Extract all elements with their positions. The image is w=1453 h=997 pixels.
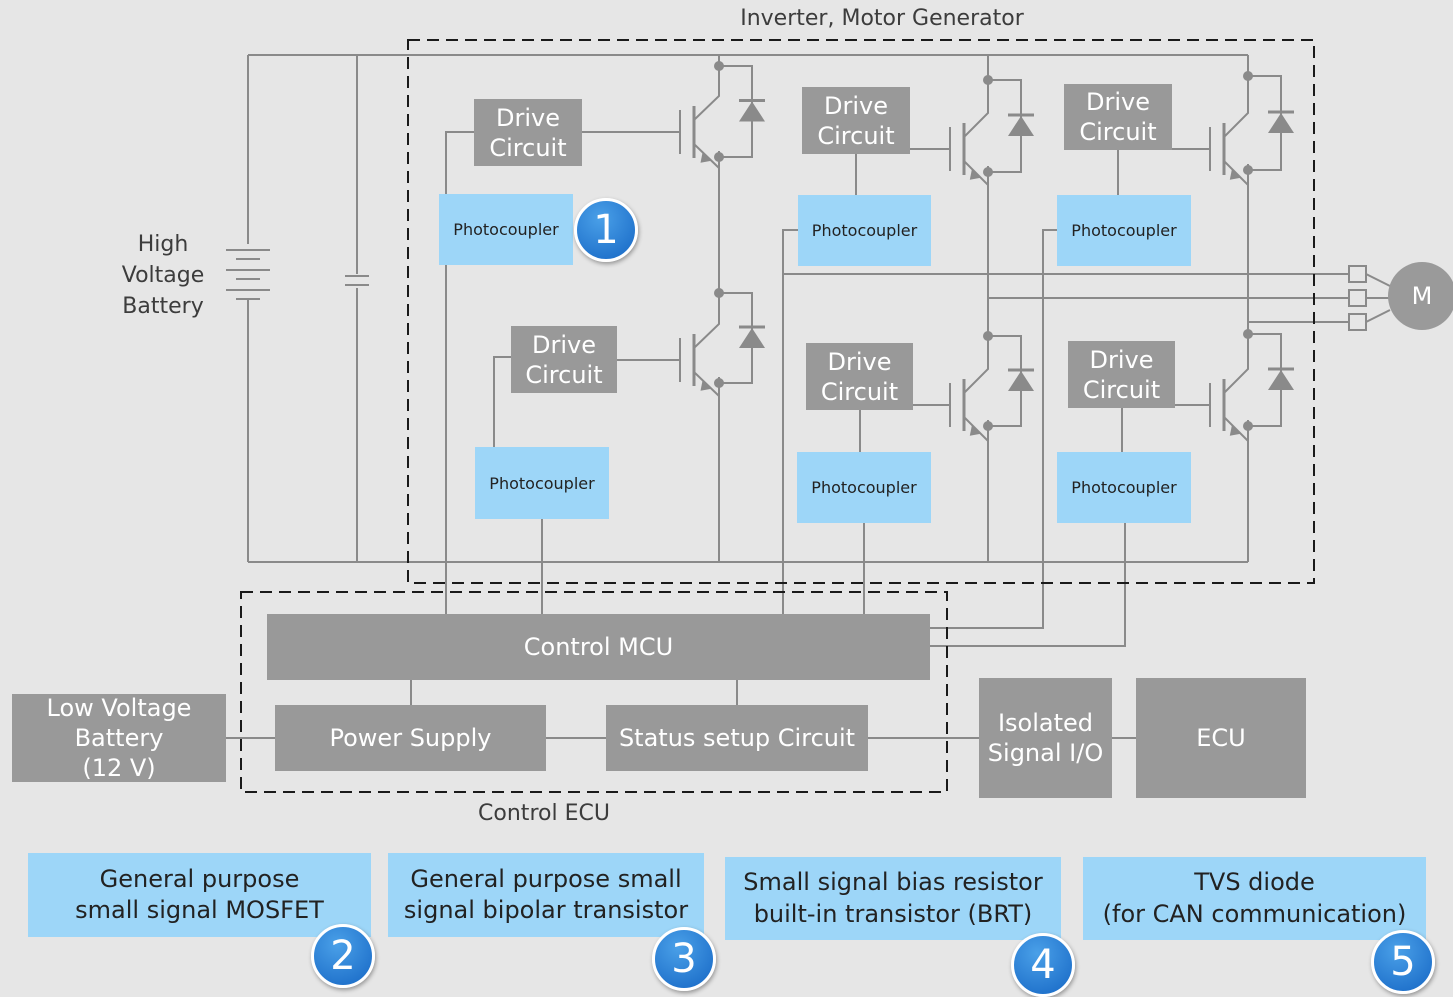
high-voltage-battery-label: High Voltage Battery: [121, 232, 205, 319]
badge-1: 1: [574, 198, 638, 262]
power-supply: Power Supply: [275, 705, 546, 771]
drive-circuit: Drive Circuit: [1068, 341, 1175, 408]
control-ecu-label: Control ECU: [478, 801, 610, 826]
photocoupler: Photocoupler: [797, 452, 931, 523]
badge-4: 4: [1011, 933, 1075, 997]
drive-circuit: Drive Circuit: [1064, 84, 1172, 150]
low-voltage-battery: Low Voltage Battery (12 V): [12, 694, 226, 782]
category-brt: Small signal bias resistor built-in tran…: [725, 857, 1061, 940]
drive-circuit: Drive Circuit: [806, 343, 913, 410]
igbt-switch: [1209, 71, 1294, 188]
inverter-boundary: [407, 39, 1315, 584]
capacitor-symbol: [344, 274, 370, 288]
ecu: ECU: [1136, 678, 1306, 798]
photocoupler: Photocoupler: [1057, 195, 1191, 266]
badge-5: 5: [1371, 930, 1435, 994]
control-mcu: Control MCU: [267, 614, 930, 680]
drive-circuit: Drive Circuit: [802, 87, 910, 154]
high-voltage-battery-symbol: [226, 244, 270, 300]
photocoupler: Photocoupler: [798, 195, 931, 266]
igbt-switch: [679, 61, 765, 171]
drive-circuit: Drive Circuit: [474, 99, 582, 166]
category-mosfet: General purpose small signal MOSFET: [28, 853, 371, 937]
igbt-switch: [949, 75, 1034, 188]
status-setup-circuit: Status setup Circuit: [606, 705, 868, 771]
photocoupler: Photocoupler: [475, 447, 609, 519]
inverter-region-label: Inverter, Motor Generator: [740, 6, 1024, 31]
igbt-switch: [949, 331, 1034, 444]
igbt-switch: [1209, 329, 1294, 444]
photocoupler: Photocoupler: [1057, 452, 1191, 523]
badge-3: 3: [652, 927, 716, 991]
components: [679, 61, 1294, 444]
control-ecu-boundary: [240, 591, 948, 793]
igbt-switch: [679, 288, 765, 399]
category-bipolar-transistor: General purpose small signal bipolar tra…: [388, 853, 704, 937]
badge-2: 2: [311, 924, 375, 988]
isolated-signal-io: Isolated Signal I/O: [979, 678, 1112, 798]
photocoupler: Photocoupler: [439, 194, 573, 265]
motor-connectors: [1348, 265, 1367, 331]
drive-circuit: Drive Circuit: [511, 326, 617, 393]
category-tvs-diode: TVS diode (for CAN communication): [1083, 857, 1426, 940]
motor: M: [1388, 262, 1453, 330]
